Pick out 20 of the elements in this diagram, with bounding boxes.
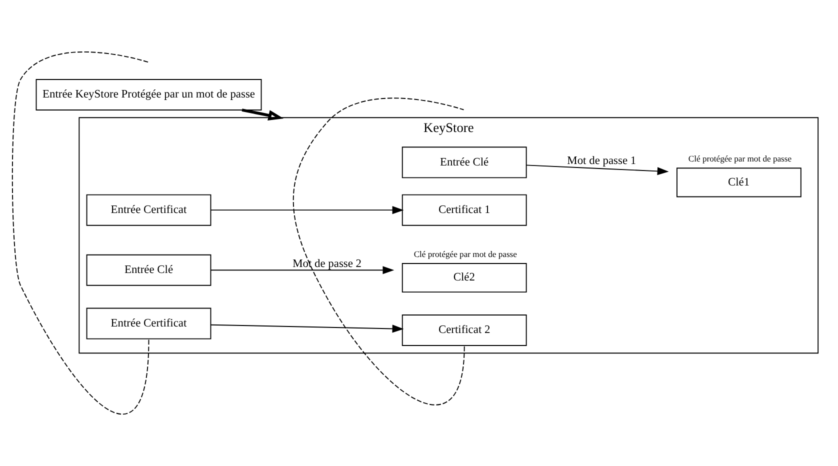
- node-label: Clé protégée par mot de passe: [414, 248, 517, 259]
- arrow: [526, 164, 669, 176]
- node-box: Certificat 1: [402, 194, 527, 226]
- arrow: [210, 324, 404, 333]
- node-label: Clé protégée par mot de passe: [688, 154, 792, 164]
- node-box: Certificat 2: [402, 314, 527, 346]
- node-box: Clé2: [402, 263, 527, 293]
- node-box: Entrée Clé: [402, 146, 527, 178]
- node-box: Entrée KeyStore Protégée par un mot de passe: [36, 78, 262, 110]
- arrow: [210, 206, 404, 214]
- node-box: Entrée Certificat: [86, 308, 212, 340]
- edge-label: Mot de passe 1: [567, 154, 636, 167]
- node-box: Clé1: [676, 168, 802, 198]
- connector: [293, 98, 465, 405]
- node-box: Entrée Clé: [86, 254, 212, 286]
- arrow: [210, 266, 394, 274]
- node-box: Entrée Certificat: [86, 194, 212, 226]
- connector: [12, 52, 150, 414]
- edge-label: Mot de passe 2: [292, 258, 362, 270]
- arrow: [242, 108, 284, 121]
